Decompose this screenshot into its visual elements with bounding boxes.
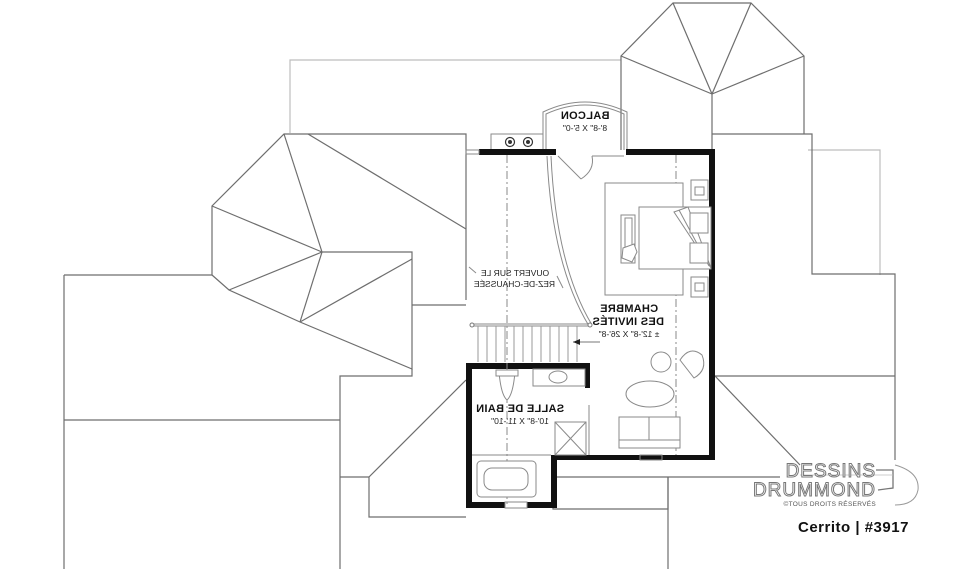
- bed-furniture: [604, 179, 712, 298]
- room-dimensions: 10'-8" X 11'-10": [491, 416, 549, 426]
- room-name: SALLE DE BAIN: [475, 403, 565, 415]
- room-name: BALCON: [560, 110, 610, 122]
- room-name-line2: DES INVITÉS: [592, 316, 664, 328]
- balcony: [542, 101, 628, 150]
- room-label-chambre: CHAMBRE DES INVITÉS ± 12'-8" X 26'-8": [592, 303, 664, 339]
- room-dimensions: 8'-8" X 5'-0": [562, 123, 608, 133]
- right-roof: [552, 2, 896, 569]
- room-label-salle-de-bain: SALLE DE BAIN 10'-8" X 11'-10": [470, 403, 570, 426]
- wall-unit: [490, 133, 544, 151]
- bathroom-fixtures: [472, 368, 590, 498]
- open-area-note: OUVERT SUR LE REZ-DE-CHAUSSÉE: [473, 268, 555, 290]
- note-line2: REZ-DE-CHAUSSÉE: [473, 279, 555, 289]
- balcony-door: [557, 155, 624, 180]
- walls: [466, 149, 715, 508]
- upper-outline: [289, 59, 881, 275]
- stairs: [469, 322, 600, 362]
- room-name-line1: CHAMBRE: [599, 303, 659, 315]
- brand-line2: DRUMMOND: [752, 480, 876, 501]
- sitting-area: [618, 350, 705, 449]
- left-roof: [63, 133, 467, 569]
- brand-logo: DESSINS DRUMMOND ©TOUS DROITS RÉSERVÉS: [748, 461, 928, 509]
- brand-line1: DESSINS: [785, 461, 876, 482]
- room-dimensions: ± 12'-8" X 26'-8": [598, 329, 660, 339]
- note-line1: OUVERT SUR LE: [480, 268, 550, 278]
- room-label-balcon: BALCON 8'-8" X 5'-0": [555, 110, 615, 133]
- plan-caption: Cerrito | #3917: [798, 519, 909, 536]
- logo-mark-icon: [800, 464, 919, 506]
- brand-copyright: ©TOUS DROITS RÉSERVÉS: [783, 501, 876, 508]
